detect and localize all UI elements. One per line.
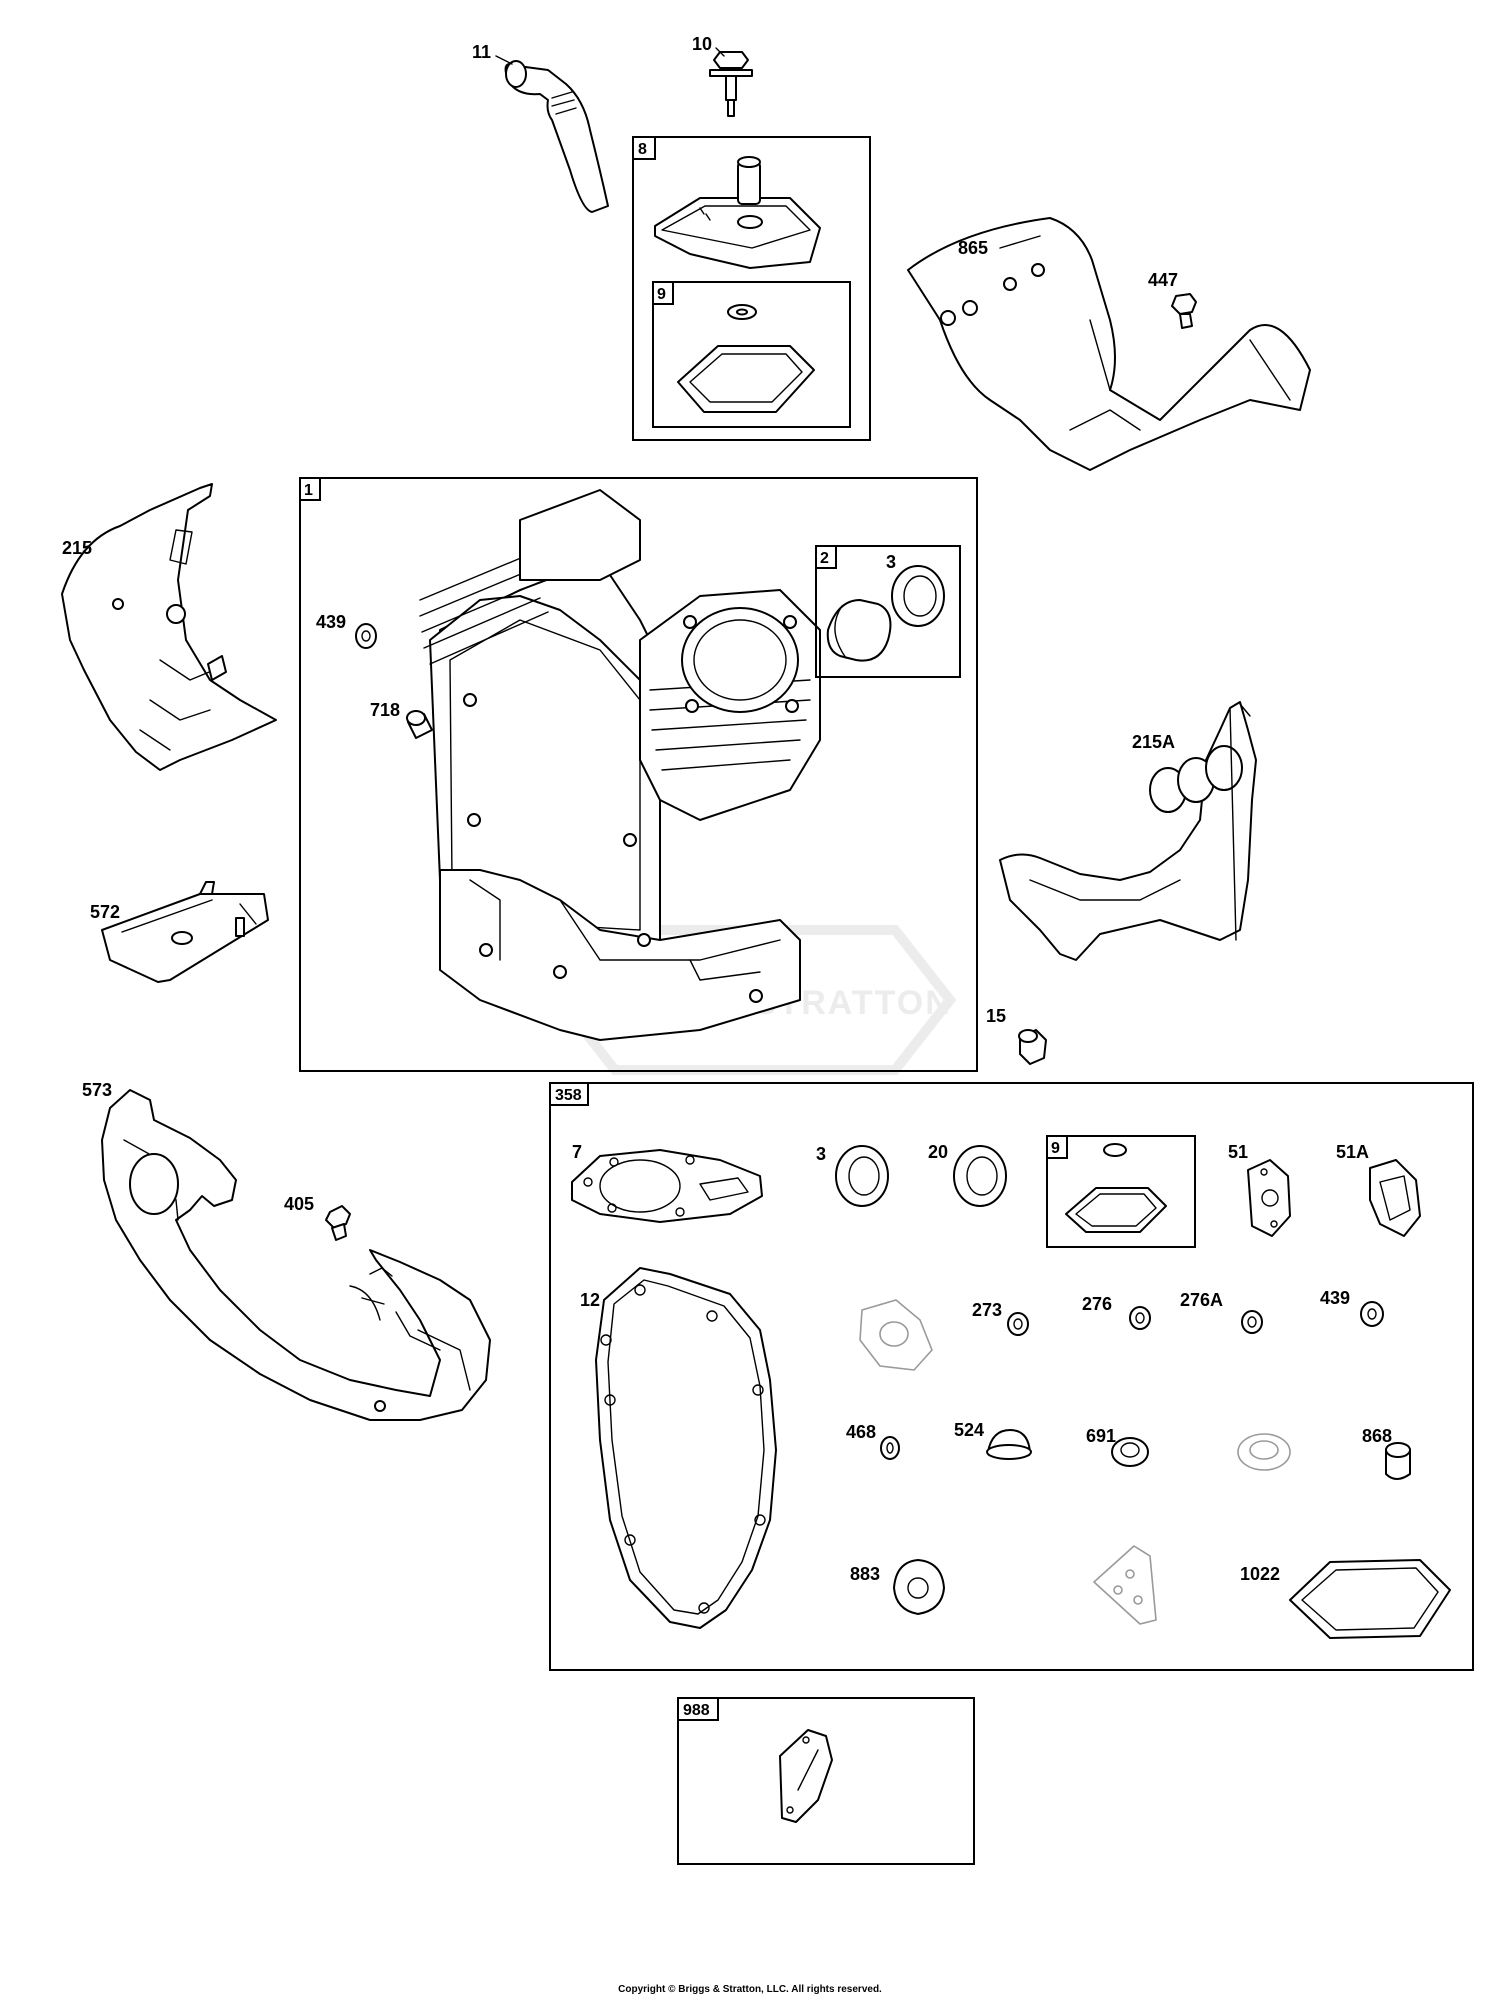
part-51A-gasket[interactable] — [1369, 1159, 1421, 1237]
callout-524: 524 — [954, 1420, 984, 1440]
box-8-tag — [632, 136, 656, 160]
callout-439-lower: 439 — [1320, 1288, 1350, 1308]
callout-11: 11 — [472, 42, 491, 62]
part-215A-bracket[interactable] — [999, 701, 1257, 961]
callout-691: 691 — [1086, 1426, 1116, 1446]
callout-573: 573 — [82, 1080, 112, 1100]
part-468-washer[interactable] — [880, 1436, 900, 1460]
box-9-lower-label: 9 — [1051, 1140, 1060, 1157]
box-9-upper-tag — [652, 281, 674, 305]
callout-273: 273 — [972, 1300, 1002, 1320]
box-1-label: 1 — [304, 482, 313, 499]
part-276A-washer[interactable] — [1241, 1310, 1263, 1334]
part-unlabeled-seal[interactable] — [1237, 1433, 1291, 1471]
part-20-seal[interactable] — [953, 1145, 1007, 1207]
box-2-label: 2 — [820, 550, 829, 567]
box-1 — [299, 477, 978, 1072]
part-1-cylinder-block[interactable] — [419, 489, 821, 1041]
copyright-footer: Copyright © Briggs & Stratton, LLC. All … — [618, 1984, 882, 1995]
part-405-bolt[interactable] — [325, 1205, 351, 1241]
part-2-bearing[interactable] — [826, 599, 892, 662]
part-718-dowel[interactable] — [406, 710, 433, 739]
callout-718: 718 — [370, 700, 400, 720]
callout-7: 7 — [572, 1142, 582, 1162]
part-276-washer[interactable] — [1129, 1306, 1151, 1330]
callout-276A: 276A — [1180, 1290, 1223, 1310]
callout-572: 572 — [90, 902, 120, 922]
part-11-breather-tube[interactable] — [504, 60, 609, 213]
callout-439-upper: 439 — [316, 612, 346, 632]
box-9-lower-tag — [1046, 1135, 1068, 1159]
part-9-gasket-lower[interactable] — [1065, 1143, 1167, 1233]
box-988-tag — [677, 1697, 719, 1721]
part-3-seal-upper[interactable] — [891, 565, 945, 627]
box-358 — [549, 1082, 1474, 1671]
part-572-plate[interactable] — [101, 881, 269, 983]
callout-3-lower: 3 — [816, 1144, 826, 1164]
callout-15: 15 — [986, 1006, 1006, 1026]
callout-215A: 215A — [1132, 732, 1175, 752]
part-12-crankcase-gasket[interactable] — [595, 1267, 777, 1629]
part-865-shield[interactable] — [907, 217, 1311, 471]
box-8-label: 8 — [638, 141, 647, 158]
callout-868: 868 — [1362, 1426, 1392, 1446]
part-273-washer[interactable] — [1007, 1312, 1029, 1336]
part-883-gasket[interactable] — [893, 1559, 945, 1615]
callout-276: 276 — [1082, 1294, 1112, 1314]
box-988 — [677, 1697, 975, 1865]
part-691-seal[interactable] — [1111, 1437, 1149, 1467]
callout-51A: 51A — [1336, 1142, 1369, 1162]
part-439-washer-lower[interactable] — [1360, 1301, 1384, 1327]
part-7-head-gasket[interactable] — [571, 1149, 763, 1223]
part-unlabeled-gasket-a[interactable] — [859, 1299, 933, 1371]
box-358-tag — [549, 1082, 589, 1106]
callout-865: 865 — [958, 238, 988, 258]
callout-468: 468 — [846, 1422, 876, 1442]
callout-12: 12 — [580, 1290, 600, 1310]
callout-1022: 1022 — [1240, 1564, 1280, 1584]
part-9-gasket-set[interactable] — [677, 304, 815, 413]
box-2-tag — [815, 545, 837, 569]
part-573-blower-housing[interactable] — [101, 1089, 491, 1421]
part-439-washer[interactable] — [355, 623, 377, 649]
part-51-gasket[interactable] — [1247, 1159, 1291, 1237]
box-2 — [815, 545, 961, 678]
part-10-bolt[interactable] — [709, 51, 753, 117]
callout-883: 883 — [850, 1564, 880, 1584]
box-358-label: 358 — [555, 1087, 582, 1104]
callout-20: 20 — [928, 1142, 948, 1162]
part-988-gasket[interactable] — [779, 1729, 833, 1823]
callout-10: 10 — [692, 34, 712, 54]
callout-215: 215 — [62, 538, 92, 558]
callout-405: 405 — [284, 1194, 314, 1214]
part-215-shield[interactable] — [61, 483, 277, 771]
callout-51: 51 — [1228, 1142, 1248, 1162]
callout-447: 447 — [1148, 270, 1178, 290]
part-unlabeled-gasket-b[interactable] — [1093, 1545, 1157, 1625]
callout-3-upper: 3 — [886, 552, 896, 572]
box-9-upper-label: 9 — [657, 286, 666, 303]
box-988-label: 988 — [683, 1702, 710, 1719]
part-3-seal-lower[interactable] — [835, 1145, 889, 1207]
part-8-valve-cover[interactable] — [654, 156, 821, 269]
part-524-plug[interactable] — [986, 1429, 1032, 1460]
box-9-upper — [652, 281, 851, 428]
part-1022-gasket[interactable] — [1289, 1559, 1451, 1639]
part-447-bolt[interactable] — [1171, 293, 1197, 329]
box-1-tag — [299, 477, 321, 501]
part-15-plug[interactable] — [1018, 1029, 1047, 1065]
box-8 — [632, 136, 871, 441]
part-868-valve-seal[interactable] — [1385, 1442, 1411, 1480]
box-9-lower — [1046, 1135, 1196, 1248]
